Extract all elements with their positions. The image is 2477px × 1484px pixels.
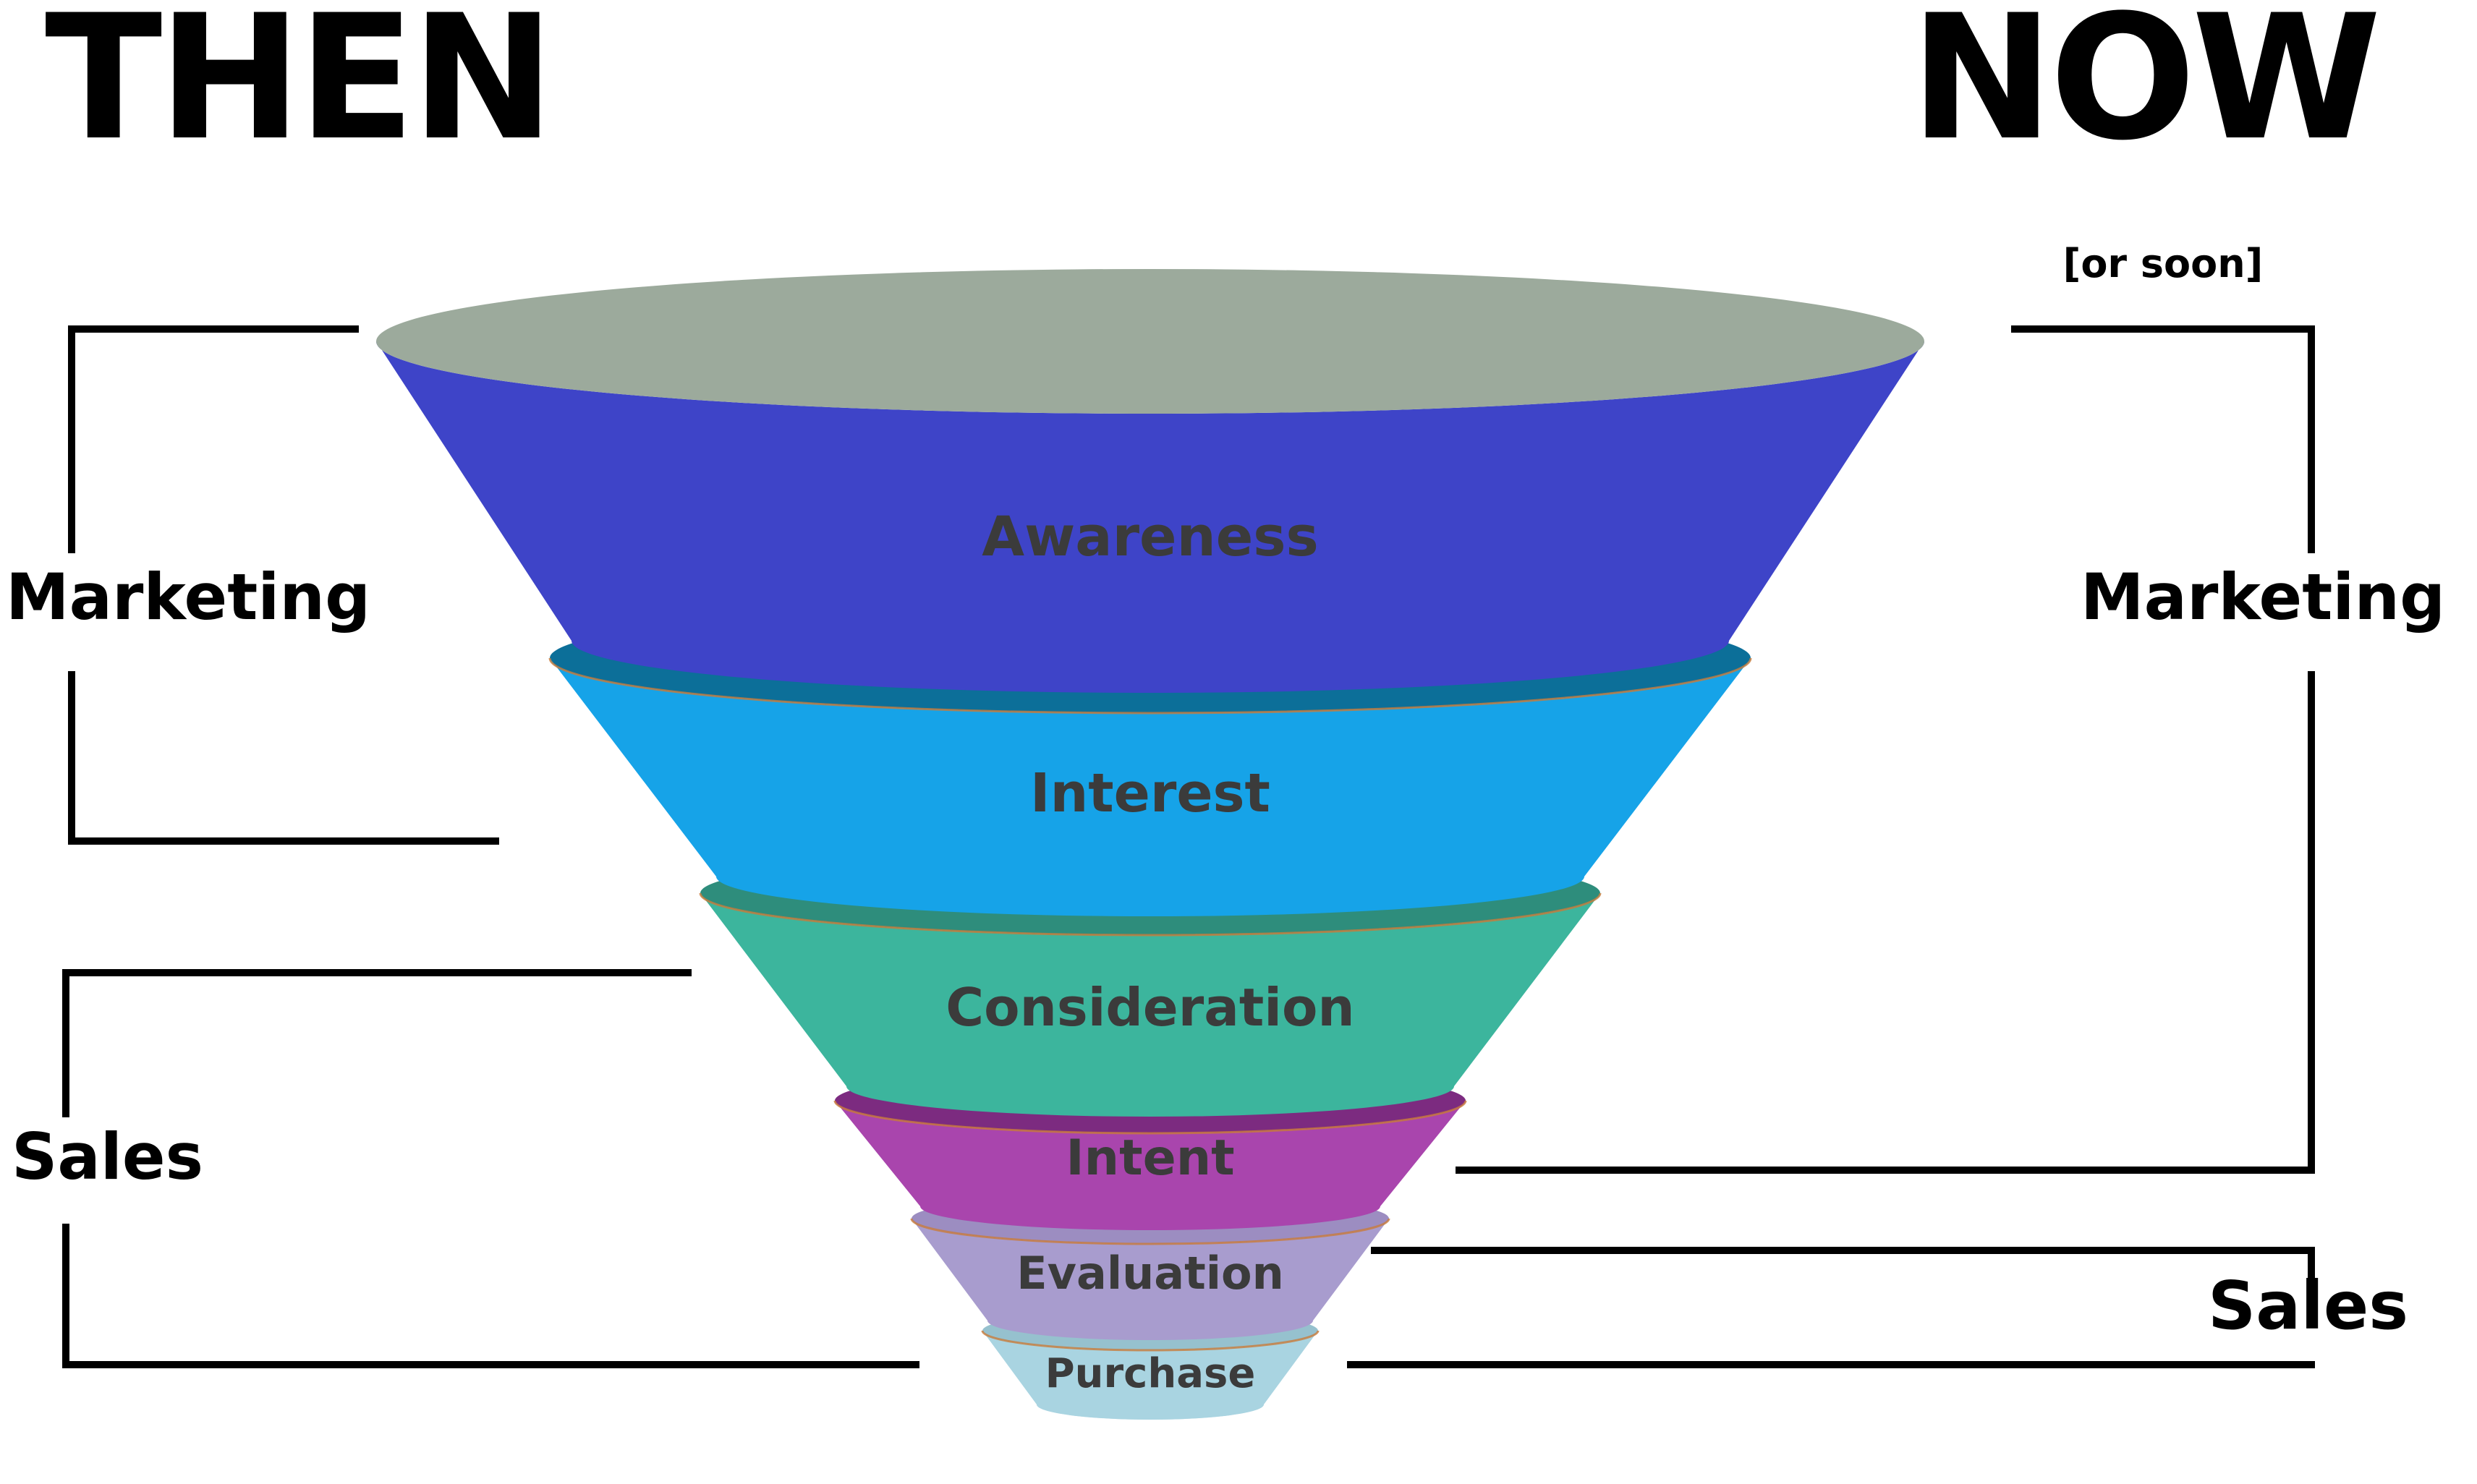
intent-body (835, 1101, 1466, 1230)
then-sales-bracket-vertical-lower (62, 1224, 69, 1368)
awareness-body (376, 341, 1924, 693)
then-sales-bracket-bottom-line (62, 1361, 919, 1368)
consideration-label: Consideration (946, 977, 1354, 1038)
now-sales-bracket-vertical-upper (2308, 1247, 2315, 1282)
then-sales-bracket-vertical-upper (62, 969, 69, 1117)
purchase-body (982, 1331, 1318, 1420)
then-title: THEN (45, 0, 555, 179)
now-sales-bracket-top-line (1371, 1247, 2315, 1254)
consideration-body (700, 893, 1600, 1117)
intent-hairline (833, 1100, 1467, 1135)
purchase-label: Purchase (1045, 1350, 1256, 1397)
now-marketing-label: Marketing (2081, 560, 2446, 634)
interest-hairline (548, 657, 1752, 715)
interest-body (550, 658, 1751, 916)
evaluation-label: Evaluation (1016, 1247, 1283, 1300)
intent-label: Intent (1066, 1130, 1234, 1187)
evaluation-hairline (910, 1218, 1390, 1245)
now-sales-bracket-bottom-line (1347, 1361, 2315, 1368)
then-marketing-bracket-bottom-line (68, 837, 499, 845)
funnel-mouth (376, 269, 1924, 414)
now-marketing-bracket-bottom-line (1456, 1167, 2315, 1174)
then-marketing-bracket-top-line (68, 325, 359, 333)
then-sales-bracket-top-line (62, 969, 692, 976)
then-marketing-bracket-vertical-lower (68, 671, 75, 845)
purchase-hairline (981, 1330, 1320, 1352)
awareness-label: Awareness (982, 504, 1318, 568)
now-marketing-bracket-top-line (2011, 325, 2315, 333)
consideration-hairline (699, 892, 1602, 937)
now-marketing-bracket-vertical-lower (2308, 671, 2315, 1174)
then-sales-label: Sales (12, 1120, 203, 1194)
now-marketing-bracket-vertical-upper (2308, 325, 2315, 553)
interest-label: Interest (1030, 762, 1270, 824)
evaluation-body (912, 1219, 1389, 1340)
now-title: NOW (1910, 0, 2382, 179)
now-sales-label: Sales (2208, 1267, 2409, 1344)
or-soon-note: [or soon] (2062, 241, 2264, 286)
then-marketing-label: Marketing (6, 560, 371, 634)
then-marketing-bracket-vertical-upper (68, 325, 75, 553)
